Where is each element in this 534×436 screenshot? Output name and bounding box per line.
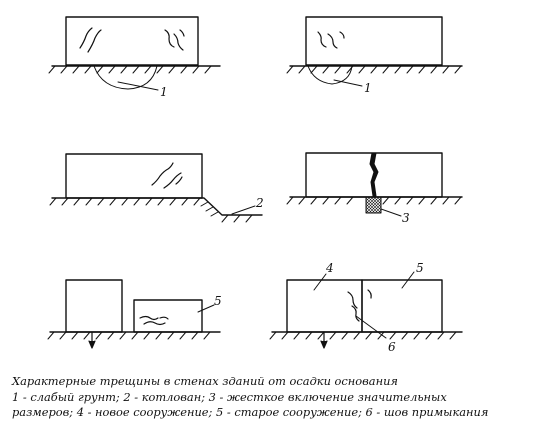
ground-hatching (47, 331, 211, 340)
ground-hatching (286, 65, 462, 74)
leader-line (380, 208, 402, 217)
settlement-arrow (320, 331, 328, 349)
panel-hard-inclusion: 3 (286, 152, 463, 225)
label-3: 3 (402, 211, 410, 225)
leader-line-4 (313, 273, 327, 291)
caption-title: Характерные трещины в стенах зданий от о… (12, 374, 398, 388)
figure-caption: Характерные трещины в стенах зданий от о… (12, 374, 528, 421)
label-4: 4 (325, 261, 334, 275)
crack-marks (79, 27, 185, 53)
settlement-arrow (88, 331, 96, 349)
panel-adjacency-joint: 4 5 6 (269, 261, 463, 354)
weak-soil-zone (93, 65, 158, 90)
leader-line (231, 205, 256, 215)
ground-hatching (48, 65, 212, 74)
building-wall (65, 16, 199, 66)
panel-weak-soil-left: 1 (48, 16, 221, 99)
leader-line (333, 79, 363, 87)
hard-inclusion-block (365, 196, 382, 214)
leader-line-5 (401, 271, 415, 289)
leader-line (117, 81, 159, 91)
label-2: 2 (255, 196, 264, 210)
panel-weak-soil-right: 1 (286, 16, 463, 95)
weak-soil-zone (307, 65, 353, 85)
crack-marks (139, 315, 169, 326)
label-5-left: 5 (214, 294, 222, 308)
label-6: 6 (388, 340, 396, 354)
label-1-right: 1 (364, 81, 372, 95)
label-5-right: 5 (416, 261, 424, 275)
building-wall (305, 16, 443, 66)
crack-marks (347, 289, 372, 322)
ground-hatching (269, 331, 457, 340)
new-building (65, 279, 123, 333)
label-1-left: 1 (160, 85, 168, 99)
ground-hatching (286, 196, 462, 205)
ground-profile (51, 197, 263, 216)
panel-new-next-to-old: 5 (47, 279, 222, 349)
ground-hatching (49, 197, 253, 223)
crack-marks (317, 31, 345, 49)
caption-legend-line-1: 1 - слабый грунт; 2 - котлован; 3 - жест… (12, 389, 447, 404)
crack-marks (151, 162, 183, 189)
leader-line-6 (355, 315, 387, 339)
leader-line (197, 304, 215, 313)
wall-crack (369, 152, 379, 197)
panel-excavation: 2 (49, 153, 264, 223)
building-wall (65, 153, 203, 199)
new-building (286, 279, 363, 333)
caption-legend-line-2: размеров; 4 - новое сооружение; 5 - стар… (12, 405, 489, 419)
